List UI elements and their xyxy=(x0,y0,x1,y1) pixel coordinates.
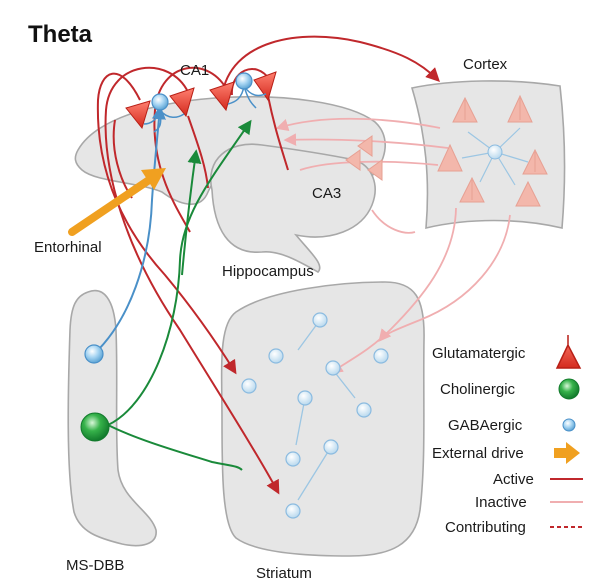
legend-gabaergic-label: GABAergic xyxy=(448,417,523,434)
striatum-interneurons xyxy=(241,312,389,519)
striatum-gaba-interneuron xyxy=(285,451,301,467)
ca1-gaba-interneuron xyxy=(235,72,253,90)
msdbb-label: MS-DBB xyxy=(66,557,124,574)
legend-external-drive-label: External drive xyxy=(432,445,524,462)
legend-glutamatergic-label: Glutamatergic xyxy=(432,345,526,362)
ca3-pyramidal-neuron xyxy=(357,135,373,157)
entorhinal-label: Entorhinal xyxy=(34,239,102,256)
ca3-region xyxy=(209,143,376,273)
msdbb-region xyxy=(67,289,157,547)
striatum-gaba-interneuron xyxy=(356,402,372,418)
ca3-label: CA3 xyxy=(312,185,341,202)
ca1-gaba-interneuron xyxy=(151,93,169,111)
ca1-label: CA1 xyxy=(180,62,209,79)
legend-contributing-label: Contributing xyxy=(445,519,526,536)
cholinergic-projection xyxy=(107,424,243,471)
cortex-label: Cortex xyxy=(463,56,508,73)
diagram-title: Theta xyxy=(28,21,93,48)
cholinergic-projection xyxy=(107,119,252,426)
ca3-neurons xyxy=(345,135,383,181)
cortex-neurons xyxy=(437,94,548,207)
cortex-pyramidal-neuron xyxy=(515,180,541,207)
legend-inactive-label: Inactive xyxy=(475,494,527,511)
striatum-label: Striatum xyxy=(256,565,312,582)
ca3-pyramidal-neuron xyxy=(367,159,383,181)
striatum-gaba-interneuron xyxy=(323,439,339,455)
external-drive-icon xyxy=(554,442,580,464)
ca1-pyramidal-neuron xyxy=(253,71,277,102)
striatum-gaba-interneuron xyxy=(285,503,301,519)
ca3-pyramidal-neuron xyxy=(345,149,361,171)
msdbb-gaba-neuron xyxy=(84,344,104,364)
striatum-gaba-interneuron xyxy=(268,348,284,364)
legend-active-label: Active xyxy=(493,471,534,488)
cortex-pyramidal-neuron xyxy=(437,143,463,172)
cholinergic-neuron-icon xyxy=(558,378,580,400)
striatum-gaba-interneuron xyxy=(297,390,313,406)
external-drive-arrow xyxy=(68,168,166,236)
striatum-gaba-interneuron xyxy=(312,312,328,328)
gabaergic-projection xyxy=(93,105,166,355)
striatum-gaba-interneuron xyxy=(241,378,257,394)
striatum-gaba-interneuron xyxy=(325,360,341,376)
cortex-gaba-interneuron xyxy=(487,144,503,160)
gabaergic-neuron-icon xyxy=(562,418,576,432)
legend-cholinergic-label: Cholinergic xyxy=(440,381,516,398)
striatum-gaba-interneuron xyxy=(373,348,389,364)
ca1-neurons xyxy=(125,71,277,130)
striatum-links xyxy=(295,319,356,501)
glutamatergic-neuron-icon xyxy=(555,335,582,369)
msdbb-cholinergic-neuron xyxy=(80,412,110,442)
legend: Glutamatergic Cholinergic GABAergic Exte… xyxy=(432,335,583,536)
ca1-pyramidal-neuron xyxy=(125,100,151,130)
cholinergic-projection xyxy=(181,149,202,276)
ca1-pyramidal-neuron xyxy=(209,81,235,112)
hippocampus-label: Hippocampus xyxy=(222,263,314,280)
ca1-pyramidal-neuron xyxy=(169,87,195,118)
